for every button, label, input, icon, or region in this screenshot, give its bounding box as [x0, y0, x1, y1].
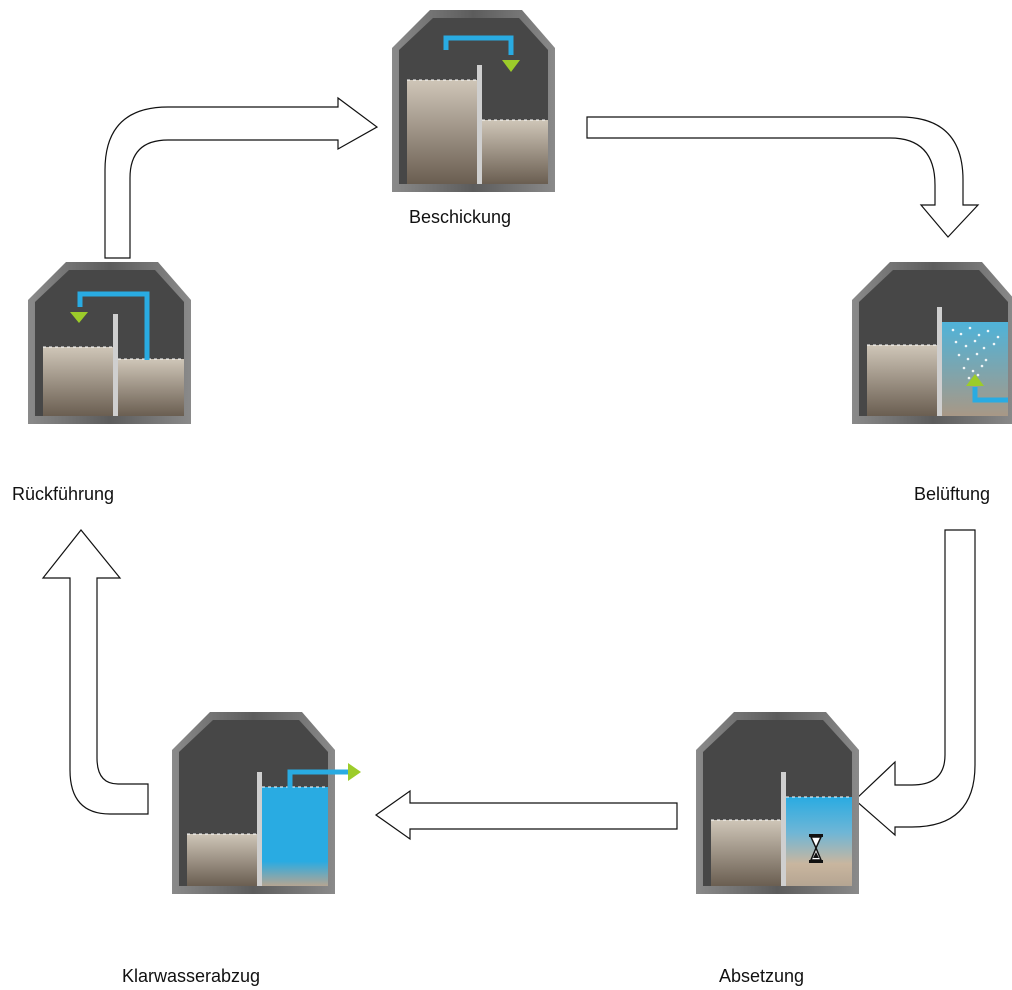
arrow-klarwasserabzug-to-rueckfuehrung: [41, 529, 149, 815]
outflow-pipe: [287, 769, 348, 790]
return-pipe: [77, 291, 150, 360]
label-klarwasserabzug: Klarwasserabzug: [122, 966, 261, 986]
label-absetzung: Absetzung: [719, 966, 805, 986]
arrow-absetzung-to-klarwasserabzug: [374, 789, 678, 841]
arrow-beschickung-to-belueftung: [586, 116, 980, 238]
arrow-belueftung-to-absetzung: [854, 529, 976, 837]
label-rueckfuehrung: Rückführung: [12, 484, 115, 504]
label-belueftung: Belüftung: [914, 484, 991, 504]
label-beschickung: Beschickung: [409, 207, 512, 227]
tank-rueckfuehrung: [28, 262, 191, 424]
air-bubbles-icon: [951, 326, 1000, 380]
hourglass-icon: [809, 834, 823, 863]
arrow-rueckfuehrung-to-beschickung: [104, 96, 379, 259]
tank-absetzung: [696, 712, 859, 894]
aeration-marker-icon: [966, 374, 984, 386]
outflow-marker-icon: [348, 763, 361, 781]
inflow-pipe: [443, 35, 514, 55]
return-marker-icon: [70, 312, 88, 323]
aeration-pipe: [972, 387, 1008, 403]
tank-belueftung: [852, 262, 1012, 424]
inflow-marker-icon: [502, 60, 520, 72]
tank-beschickung: [392, 10, 555, 192]
tank-klarwasserabzug: [172, 712, 361, 894]
